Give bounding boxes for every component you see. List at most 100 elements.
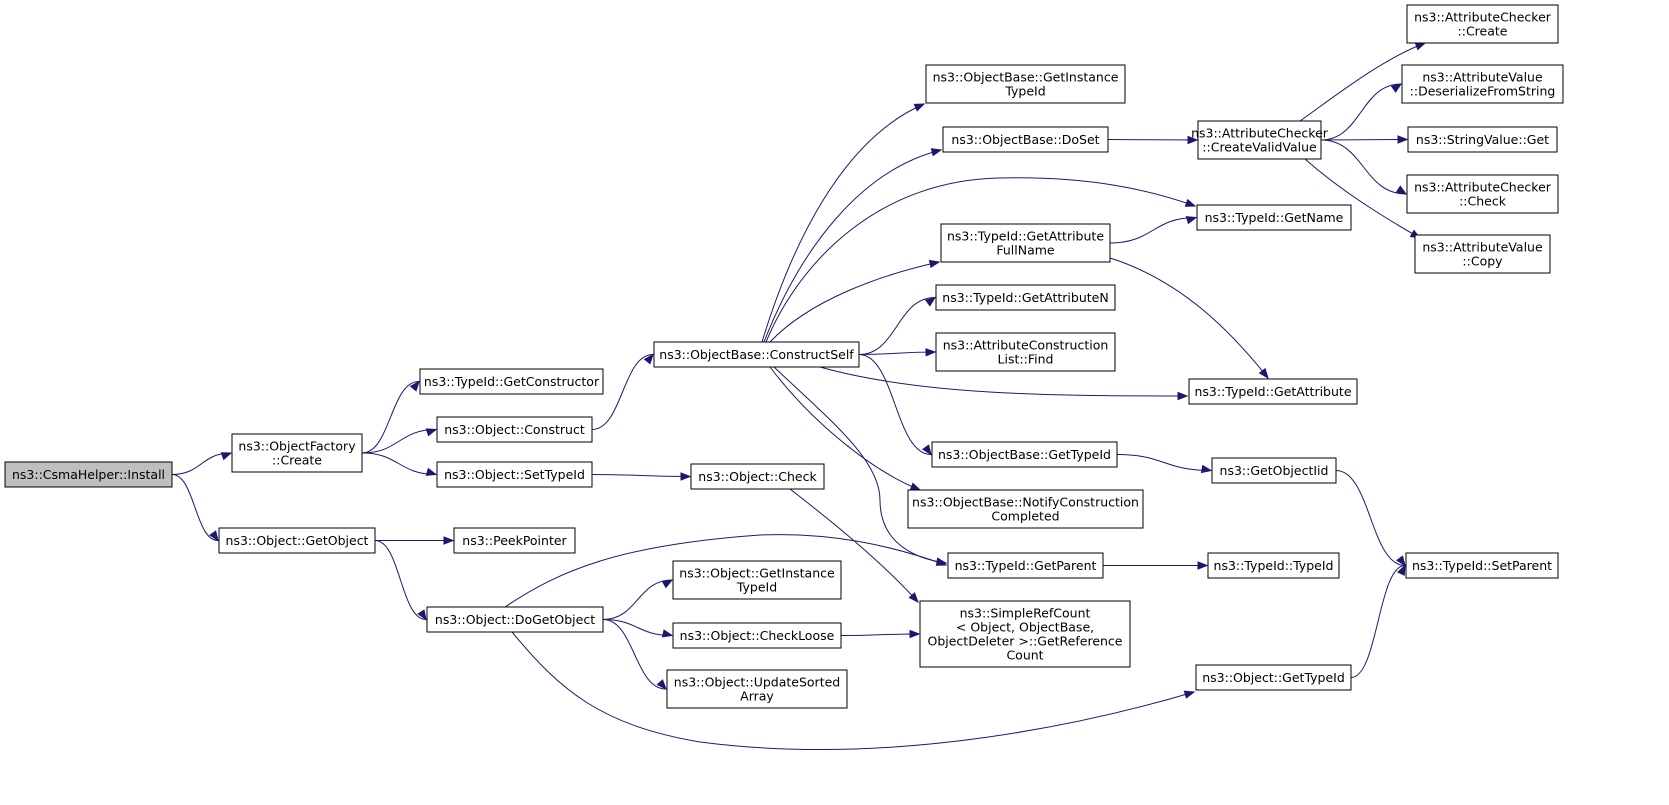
node-label: ns3::StringValue::Get	[1416, 132, 1549, 147]
node-label: ns3::Object::DoGetObject	[435, 612, 595, 627]
edge-n9-to-n21	[789, 488, 919, 604]
nodes-layer: ns3::CsmaHelper::Install ns3::ObjectFacto…	[4, 4, 1564, 709]
node-label: Count	[1006, 648, 1043, 663]
node-label: ns3::TypeId::GetName	[1205, 210, 1344, 225]
edge-n2-to-n7	[374, 540, 427, 621]
node-box	[1211, 457, 1337, 484]
node-ns3-attributevalue-deserializefromstring[interactable]: ns3::AttributeValue::DeserializeFromStri…	[1401, 64, 1564, 104]
node-label: TypeId	[1004, 84, 1045, 99]
edge-n8-to-n18	[858, 354, 932, 456]
node-box	[947, 552, 1104, 579]
node-box	[1405, 552, 1559, 579]
node-box	[231, 433, 363, 473]
node-label: ns3::AttributeChecker	[1414, 180, 1552, 195]
node-label: ns3::Object::CheckLoose	[680, 628, 835, 643]
node-label: ::CreateValidValue	[1202, 140, 1317, 155]
node-box	[4, 461, 173, 488]
node-label: ns3::Object::SetTypeId	[444, 467, 585, 482]
node-box	[925, 64, 1126, 104]
node-ns3-attributechecker-check[interactable]: ns3::AttributeChecker::Check	[1406, 174, 1559, 214]
node-label: ::DeserializeFromString	[1410, 84, 1556, 99]
node-box	[1207, 552, 1340, 579]
node-label: ns3::GetObjectIid	[1220, 463, 1329, 478]
node-box	[931, 441, 1118, 468]
node-ns3-peekpointer[interactable]: ns3::PeekPointer	[453, 527, 576, 554]
node-box	[436, 461, 593, 488]
node-ns3-attributechecker-createvalidvalue[interactable]: ns3::AttributeChecker::CreateValidValue	[1191, 120, 1329, 160]
node-ns3-typeid-getconstructor[interactable]: ns3::TypeId::GetConstructor	[419, 368, 604, 395]
node-box	[453, 527, 576, 554]
node-ns3-object-check[interactable]: ns3::Object::Check	[690, 463, 825, 490]
node-label: TypeId	[736, 580, 777, 595]
node-ns3-object-getobject[interactable]: ns3::Object::GetObject	[218, 527, 376, 554]
node-ns3-object-construct[interactable]: ns3::Object::Construct	[436, 416, 593, 443]
node-label: ns3::TypeId::GetAttribute	[1194, 384, 1351, 399]
node-label: ns3::ObjectBase::NotifyConstruction	[912, 495, 1139, 510]
node-box	[1406, 174, 1559, 214]
node-ns3-typeid-typeid[interactable]: ns3::TypeId::TypeId	[1207, 552, 1340, 579]
node-ns3-objectbase-doset[interactable]: ns3::ObjectBase::DoSet	[942, 126, 1109, 153]
node-label: ns3::ObjectBase::ConstructSelf	[659, 347, 854, 362]
node-box	[1195, 664, 1352, 691]
node-label: ns3::AttributeChecker	[1191, 126, 1329, 141]
node-box	[690, 463, 825, 490]
node-ns3-object-dogetobject[interactable]: ns3::Object::DoGetObject	[426, 606, 604, 633]
node-label: ns3::AttributeChecker	[1414, 10, 1552, 25]
node-label: ns3::Object::GetTypeId	[1202, 670, 1345, 685]
node-label: ns3::ObjectFactory	[238, 439, 356, 454]
edges-layer	[171, 42, 1427, 750]
node-ns3-attributevalue-copy[interactable]: ns3::AttributeValue::Copy	[1414, 234, 1551, 274]
node-ns3-typeid-getparent[interactable]: ns3::TypeId::GetParent	[947, 552, 1104, 579]
node-ns3-simplerefcount-object-objectbase-objectdeleter-getreferencecount[interactable]: ns3::SimpleRefCount< Object, ObjectBase,…	[919, 600, 1131, 668]
edge-n15-to-n24	[1109, 257, 1269, 380]
node-label: ns3::Object::Construct	[444, 422, 585, 437]
edge-n25-to-n33	[1335, 470, 1406, 567]
node-ns3-typeid-getattributen[interactable]: ns3::TypeId::GetAttributeN	[935, 284, 1116, 311]
node-box	[672, 622, 842, 649]
node-label: ObjectDeleter >::GetReference	[927, 634, 1122, 649]
node-ns3-stringvalue-get[interactable]: ns3::StringValue::Get	[1407, 126, 1558, 153]
node-ns3-typeid-setparent[interactable]: ns3::TypeId::SetParent	[1405, 552, 1559, 579]
node-label: ns3::ObjectBase::DoSet	[951, 132, 1099, 147]
node-box	[1197, 120, 1322, 160]
edge-n0-to-n2	[171, 474, 219, 542]
node-ns3-object-checkloose[interactable]: ns3::Object::CheckLoose	[672, 622, 842, 649]
node-ns3-objectfactory-create[interactable]: ns3::ObjectFactory::Create	[231, 433, 363, 473]
node-ns3-getobjectiid[interactable]: ns3::GetObjectIid	[1211, 457, 1337, 484]
edge-n8-to-n15	[769, 259, 941, 343]
node-box	[419, 368, 604, 395]
edge-n8-to-n23	[765, 177, 1197, 343]
edge-n2-to-n6	[375, 536, 455, 545]
node-ns3-object-settypeid[interactable]: ns3::Object::SetTypeId	[436, 461, 593, 488]
node-label: ::Create	[272, 453, 322, 468]
node-ns3-csmahelper-install[interactable]: ns3::CsmaHelper::Install	[4, 461, 173, 488]
node-label: ns3::TypeId::GetAttribute	[947, 229, 1104, 244]
node-ns3-typeid-getname[interactable]: ns3::TypeId::GetName	[1196, 204, 1352, 231]
node-ns3-objectbase-notifyconstructioncompleted[interactable]: ns3::ObjectBase::NotifyConstructionCompl…	[907, 489, 1144, 529]
node-label: ns3::ObjectBase::GetTypeId	[938, 447, 1111, 462]
edge-n7-to-n27	[511, 631, 1196, 750]
node-label: ::Copy	[1462, 254, 1503, 269]
node-ns3-object-gettypeid[interactable]: ns3::Object::GetTypeId	[1195, 664, 1352, 691]
node-label: ns3::TypeId::TypeId	[1214, 558, 1334, 573]
node-label: ::Check	[1459, 194, 1507, 209]
edge-n8-to-n16	[858, 296, 937, 355]
edge-n27-to-n33	[1350, 564, 1406, 678]
node-ns3-attributechecker-create[interactable]: ns3::AttributeChecker::Create	[1406, 4, 1559, 44]
node-box	[935, 284, 1116, 311]
node-label: ns3::CsmaHelper::Install	[12, 467, 165, 482]
node-ns3-objectbase-constructself[interactable]: ns3::ObjectBase::ConstructSelf	[653, 341, 860, 368]
node-box	[426, 606, 604, 633]
node-ns3-typeid-getattribute[interactable]: ns3::TypeId::GetAttribute	[1188, 378, 1358, 405]
node-box	[1188, 378, 1358, 405]
node-ns3-objectbase-gettypeid[interactable]: ns3::ObjectBase::GetTypeId	[931, 441, 1118, 468]
edge-n18-to-n25	[1116, 454, 1213, 474]
edge-n20-to-n26	[1103, 561, 1209, 570]
edge-n7-to-n11	[602, 619, 674, 638]
node-label: < Object, ObjectBase,	[956, 620, 1094, 635]
